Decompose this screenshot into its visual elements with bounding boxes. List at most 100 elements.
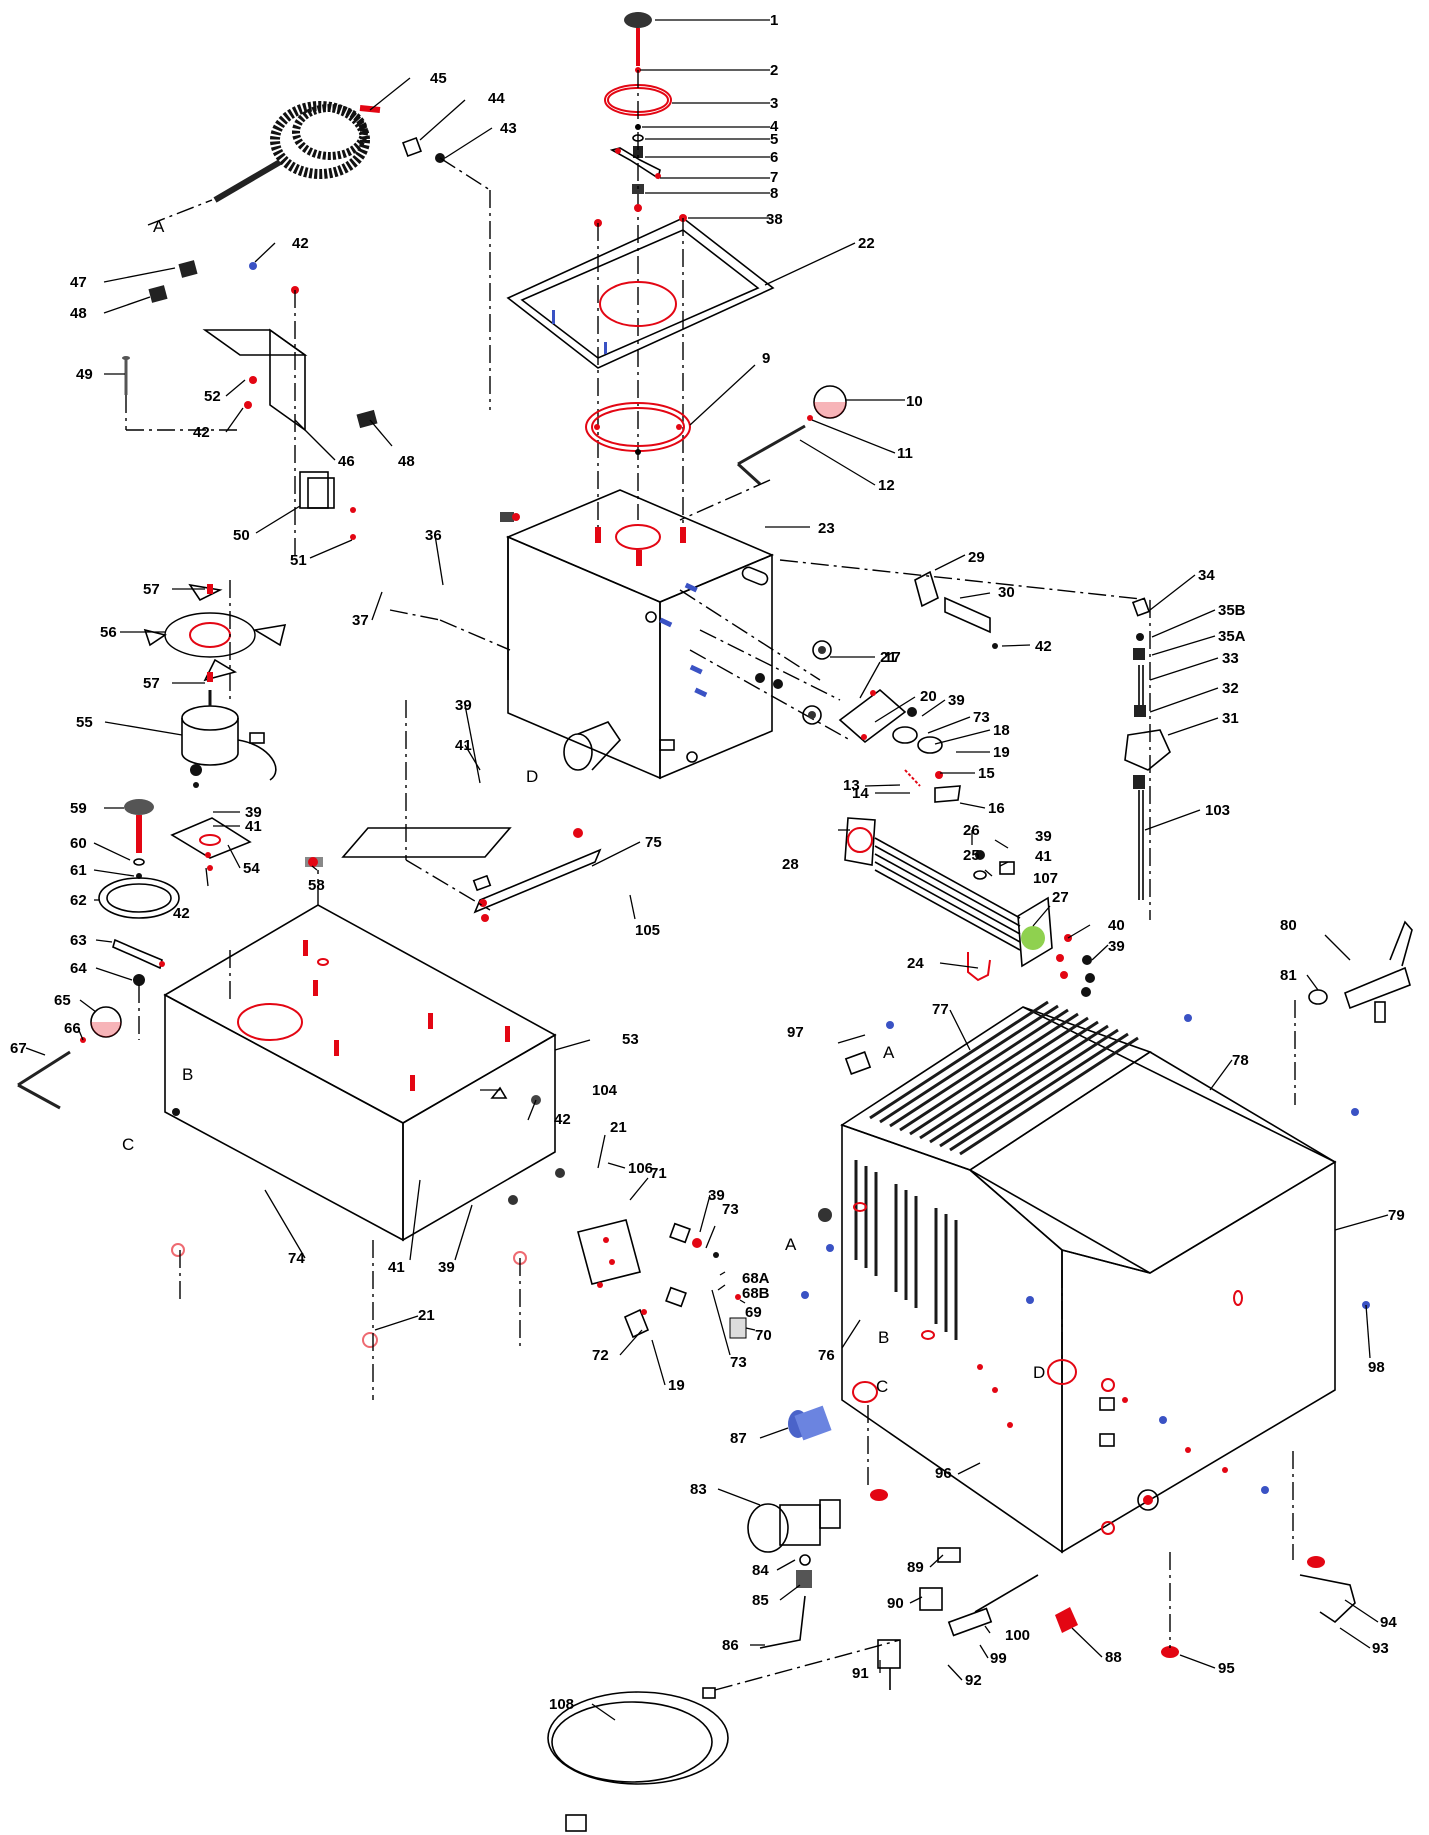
callout-label: 11	[897, 445, 913, 462]
lid-assembly	[506, 12, 775, 540]
callout-label: 39	[948, 692, 965, 709]
callout-label: 61	[70, 862, 87, 879]
callout-label: 105	[635, 922, 660, 939]
callout-label: 35A	[1218, 628, 1246, 645]
callout-label: 77	[932, 1001, 949, 1018]
callout-label: 42	[193, 424, 210, 441]
callout-label: 92	[965, 1672, 982, 1689]
callout-label: 93	[1372, 1640, 1389, 1657]
callout-label: 94	[1380, 1614, 1397, 1631]
tank-box-upper	[500, 489, 775, 780]
callout-label: 29	[968, 549, 985, 566]
callout-label: 72	[592, 1347, 609, 1364]
callout-label: 31	[1222, 710, 1239, 727]
leader-lines	[25, 19, 1389, 1721]
callout-label: 108	[549, 1696, 574, 1713]
callout-label: 106	[628, 1160, 653, 1177]
side-vents	[854, 1160, 958, 1340]
top-vents	[869, 1000, 1139, 1156]
callout-label: 79	[1388, 1207, 1405, 1224]
callout-label: 68A	[742, 1270, 770, 1287]
callout-label: 8	[770, 185, 778, 202]
callout-label: 44	[488, 90, 505, 107]
callout-label: 73	[722, 1201, 739, 1218]
callout-label: 99	[990, 1650, 1007, 1667]
left-parts	[17, 764, 252, 1110]
callout-label: 85	[752, 1592, 769, 1609]
callout-label: 54	[243, 860, 260, 877]
callout-label: 32	[1222, 680, 1239, 697]
callout-label: 34	[1198, 567, 1215, 584]
callout-label: 42	[292, 235, 309, 252]
callout-label: 76	[818, 1347, 835, 1364]
callout-label: 41	[1035, 848, 1052, 865]
callout-label: 20	[920, 688, 937, 705]
ref-letter: D	[526, 767, 538, 786]
callout-label: 57	[143, 675, 160, 692]
callout-label: 1	[770, 12, 778, 29]
callout-label: 46	[338, 453, 355, 470]
callout-label: 57	[143, 581, 160, 598]
callout-label: 38	[766, 211, 783, 228]
callout-label: 24	[907, 955, 924, 972]
callout-label: 68B	[742, 1285, 770, 1302]
callout-label: 23	[818, 520, 835, 537]
callout-label: 21	[880, 649, 897, 666]
callout-label: 26	[963, 822, 980, 839]
callout-label: 67	[10, 1040, 27, 1057]
callout-label: 42	[1035, 638, 1052, 655]
callout-label: 19	[993, 744, 1010, 761]
callout-label: 28	[782, 856, 799, 873]
callout-label: 63	[70, 932, 87, 949]
outer-housing	[547, 920, 1413, 1832]
callout-label: 4	[770, 118, 779, 135]
callout-label: 62	[70, 892, 87, 909]
callout-label: 84	[752, 1562, 769, 1579]
ref-letter: B	[182, 1065, 193, 1084]
callout-label: 95	[1218, 1660, 1235, 1677]
callout-label: 60	[70, 835, 87, 852]
callout-label: 81	[1280, 967, 1297, 984]
callout-label: 40	[1108, 917, 1125, 934]
callout-label: 39	[455, 697, 472, 714]
callout-label: 30	[998, 584, 1015, 601]
callout-label: 41	[245, 818, 262, 835]
callout-label: 13	[843, 777, 860, 794]
ref-letter: C	[876, 1377, 888, 1396]
callout-label: 100	[1005, 1627, 1030, 1644]
callout-label: 27	[1052, 889, 1069, 906]
callout-label: 88	[1105, 1649, 1122, 1666]
callout-label: 73	[973, 709, 990, 726]
callout-label: 5	[770, 131, 778, 148]
ref-letter: D	[1033, 1363, 1045, 1382]
callout-label: 80	[1280, 917, 1297, 934]
ref-letter: A	[153, 217, 165, 236]
tank-box-lower	[163, 827, 602, 1348]
callout-label: 89	[907, 1559, 924, 1576]
ref-letter: A	[883, 1043, 895, 1062]
callout-label: 69	[745, 1304, 762, 1321]
callout-label: 7	[770, 169, 778, 186]
callout-label: 25	[963, 847, 980, 864]
assembly-dashed-lines	[138, 479, 1063, 1400]
ref-letter: C	[122, 1135, 134, 1154]
callout-label: 59	[70, 800, 87, 817]
probe-parts	[736, 385, 847, 486]
callout-label: 64	[70, 960, 87, 977]
callout-label: 22	[858, 235, 875, 252]
fan-motor	[143, 583, 287, 781]
callout-label: 39	[245, 804, 262, 821]
callout-label: 3	[770, 95, 778, 112]
callout-label: 19	[668, 1377, 685, 1394]
callout-label: 10	[906, 393, 923, 410]
callout-label: 49	[76, 366, 93, 383]
callout-label: 87	[730, 1430, 747, 1447]
callout-label: 96	[935, 1465, 952, 1482]
callout-label: 16	[988, 800, 1005, 817]
callout-label: 74	[288, 1250, 305, 1267]
callout-label: 86	[722, 1637, 739, 1654]
callout-label: 41	[388, 1259, 405, 1276]
callout-label: 18	[993, 722, 1010, 739]
callout-label: 53	[622, 1031, 639, 1048]
callout-label: 15	[978, 765, 995, 782]
